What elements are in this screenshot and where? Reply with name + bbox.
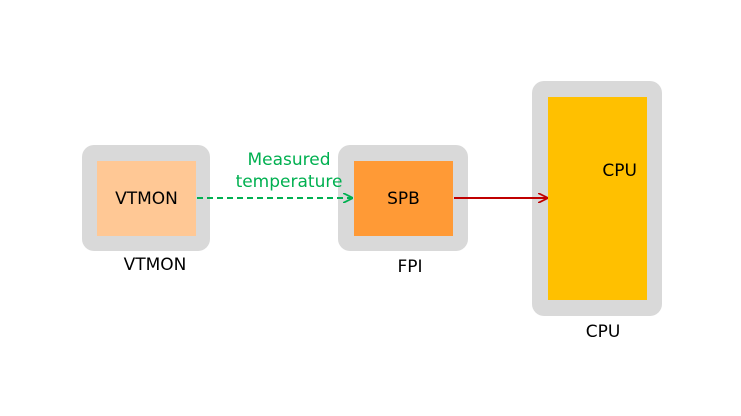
spb-block: SPB (354, 161, 453, 236)
vtmon-block: VTMON (97, 161, 196, 236)
edge-label-line-1: Measured (247, 150, 331, 170)
fpi-caption: FPI (397, 257, 423, 277)
cpu-block: CPU (548, 97, 647, 300)
spb-block-label: SPB (387, 188, 420, 209)
cpu-block-label: CPU (602, 161, 637, 181)
measured-temperature-label: Measured temperature (222, 149, 356, 193)
cpu-caption: CPU (585, 322, 621, 342)
vtmon-caption: VTMON (123, 255, 187, 275)
edge-label-line-2: temperature (235, 172, 343, 192)
vtmon-block-label: VTMON (115, 188, 178, 209)
